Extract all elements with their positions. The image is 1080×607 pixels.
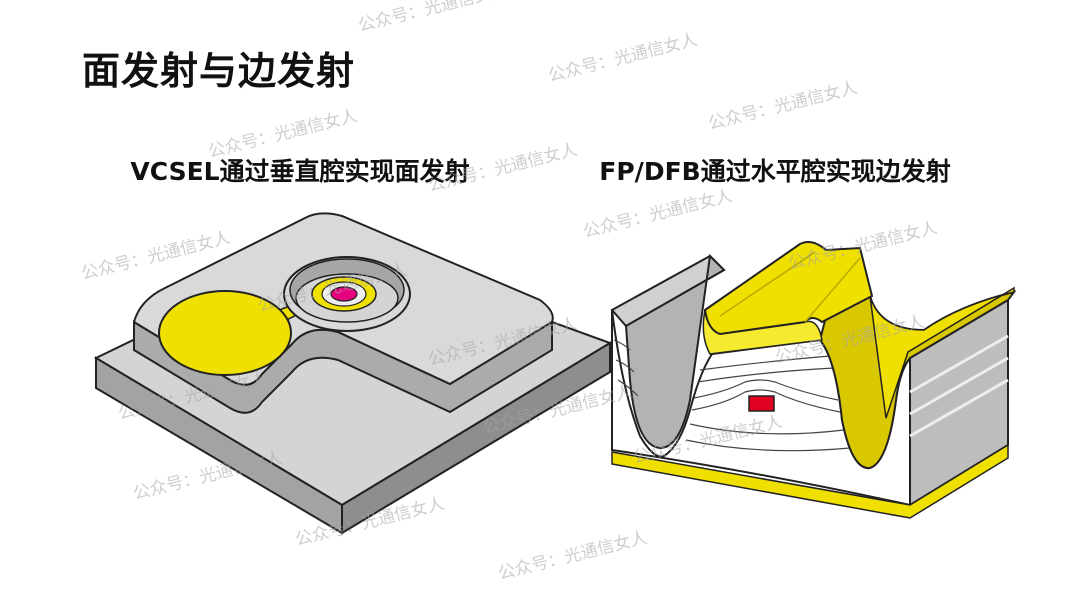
edge-right-stripe-3 — [909, 378, 1009, 438]
edge-emitter-caption: FP/DFB通过水平腔实现边发射 — [599, 157, 951, 186]
edge-layer-8 — [615, 359, 635, 373]
vcsel-substrate-front-right — [341, 341, 611, 535]
edge-layer-5 — [689, 423, 845, 435]
edge-emitter-diagram — [610, 241, 1017, 519]
vcsel-bond-pad — [158, 290, 292, 376]
vcsel-caption: VCSEL通过垂直腔实现面发射 — [130, 157, 470, 186]
page-title: 面发射与边发射 — [82, 49, 356, 93]
edge-bottom-contact — [611, 443, 1009, 519]
edge-right-stripe-2 — [909, 356, 1009, 416]
edge-left-trench-wall — [624, 253, 726, 450]
edge-layer-6 — [685, 439, 851, 452]
edge-right-stripe-1 — [909, 334, 1009, 394]
edge-layer-3 — [693, 379, 839, 401]
edge-ridge-top — [703, 241, 874, 336]
vcsel-diagram — [93, 212, 613, 535]
edge-ridge-line-2 — [804, 257, 861, 323]
edge-layer-9 — [617, 379, 639, 397]
edge-trench-far-wall — [869, 286, 1015, 419]
edge-layer-7 — [613, 339, 631, 351]
edge-layer-2 — [697, 367, 835, 383]
edge-ridge-line-1 — [719, 251, 816, 317]
edge-layer-4 — [691, 389, 841, 413]
edge-layer-1 — [699, 355, 831, 371]
edge-active-region — [748, 395, 775, 412]
vcsel-aperture — [330, 286, 358, 302]
